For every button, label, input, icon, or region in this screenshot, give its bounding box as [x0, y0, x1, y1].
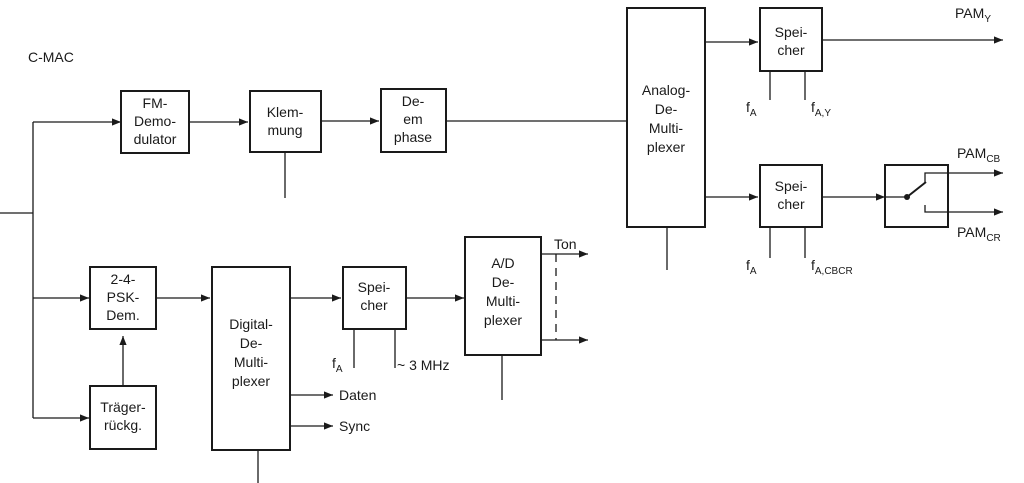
fa-label-cbcr: fA [746, 257, 757, 277]
psk-dem-line-2: PSK- [107, 289, 140, 305]
ton-label: Ton [554, 236, 577, 252]
speicher-ton-line-2: cher [360, 297, 388, 313]
deemphase-line-2: em [403, 111, 422, 127]
ad-demux-line-4: plexer [484, 312, 522, 328]
klemmung-line-1: Klem- [267, 104, 304, 120]
traeger-line-2: rückg. [104, 417, 142, 433]
ad-demux-line-3: Multi- [486, 293, 521, 309]
klemmung-line-2: mung [267, 122, 302, 138]
analog-demux-line-1: Analog- [642, 82, 691, 98]
ad-demultiplexer-block: A/D De- Multi- plexer [464, 236, 542, 356]
sync-label: Sync [339, 418, 370, 434]
signal-lines [0, 36, 1003, 483]
speicher-ton-line-1: Spei- [358, 279, 391, 295]
analog-demux-line-4: plexer [647, 139, 685, 155]
pam-cb-label: PAMCB [957, 145, 1001, 165]
deemphase-block: De- em phase [380, 88, 447, 153]
speicher-y-block: Spei- cher [759, 7, 823, 72]
fa-label-y: fA [746, 99, 757, 119]
klemmung-block: Klem- mung [249, 90, 322, 153]
speicher-cbcr-line-1: Spei- [775, 178, 808, 194]
daten-label: Daten [339, 387, 376, 403]
speicher-y-line-2: cher [777, 42, 805, 58]
pam-cr-label: PAMCR [957, 224, 1001, 244]
analog-demux-line-3: Multi- [649, 120, 684, 136]
pam-y-label: PAMY [955, 5, 991, 25]
deemphase-line-3: phase [394, 129, 432, 145]
psk-dem-line-3: Dem. [106, 307, 139, 323]
fm-demod-line-2: Demo- [134, 113, 176, 129]
analog-demux-line-2: De- [655, 101, 678, 117]
traegerrueckgewinnung-block: Träger- rückg. [89, 385, 157, 450]
facbcr-label: fA,CBCR [811, 257, 853, 277]
analog-demultiplexer-block: Analog- De- Multi- plexer [626, 7, 706, 228]
speicher-ton-block: Spei- cher [342, 266, 407, 330]
ad-demux-line-1: A/D [491, 255, 514, 271]
switch-block [884, 164, 949, 228]
speicher-cbcr-line-2: cher [777, 196, 805, 212]
deemphase-line-1: De- [402, 93, 425, 109]
psk-demodulator-block: 2-4- PSK- Dem. [89, 266, 157, 330]
speicher-cbcr-block: Spei- cher [759, 164, 823, 228]
digital-demux-line-1: Digital- [229, 316, 273, 332]
traeger-line-1: Träger- [100, 399, 146, 415]
digital-demux-line-3: Multi- [234, 354, 269, 370]
mhz-label: ~ 3 MHz [397, 357, 450, 373]
fay-label: fA,Y [811, 99, 831, 119]
ad-demux-line-2: De- [492, 274, 515, 290]
digital-demux-line-2: De- [240, 335, 263, 351]
fm-demodulator-block: FM- Demo- dulator [120, 90, 190, 154]
fm-demod-line-1: FM- [143, 95, 168, 111]
digital-demultiplexer-block: Digital- De- Multi- plexer [211, 266, 291, 451]
diagram-title: C-MAC [28, 49, 74, 65]
fa-label-ton: fA [332, 355, 343, 375]
digital-demux-line-4: plexer [232, 373, 270, 389]
speicher-y-line-1: Spei- [775, 24, 808, 40]
psk-dem-line-1: 2-4- [111, 271, 136, 287]
fm-demod-line-3: dulator [134, 131, 177, 147]
